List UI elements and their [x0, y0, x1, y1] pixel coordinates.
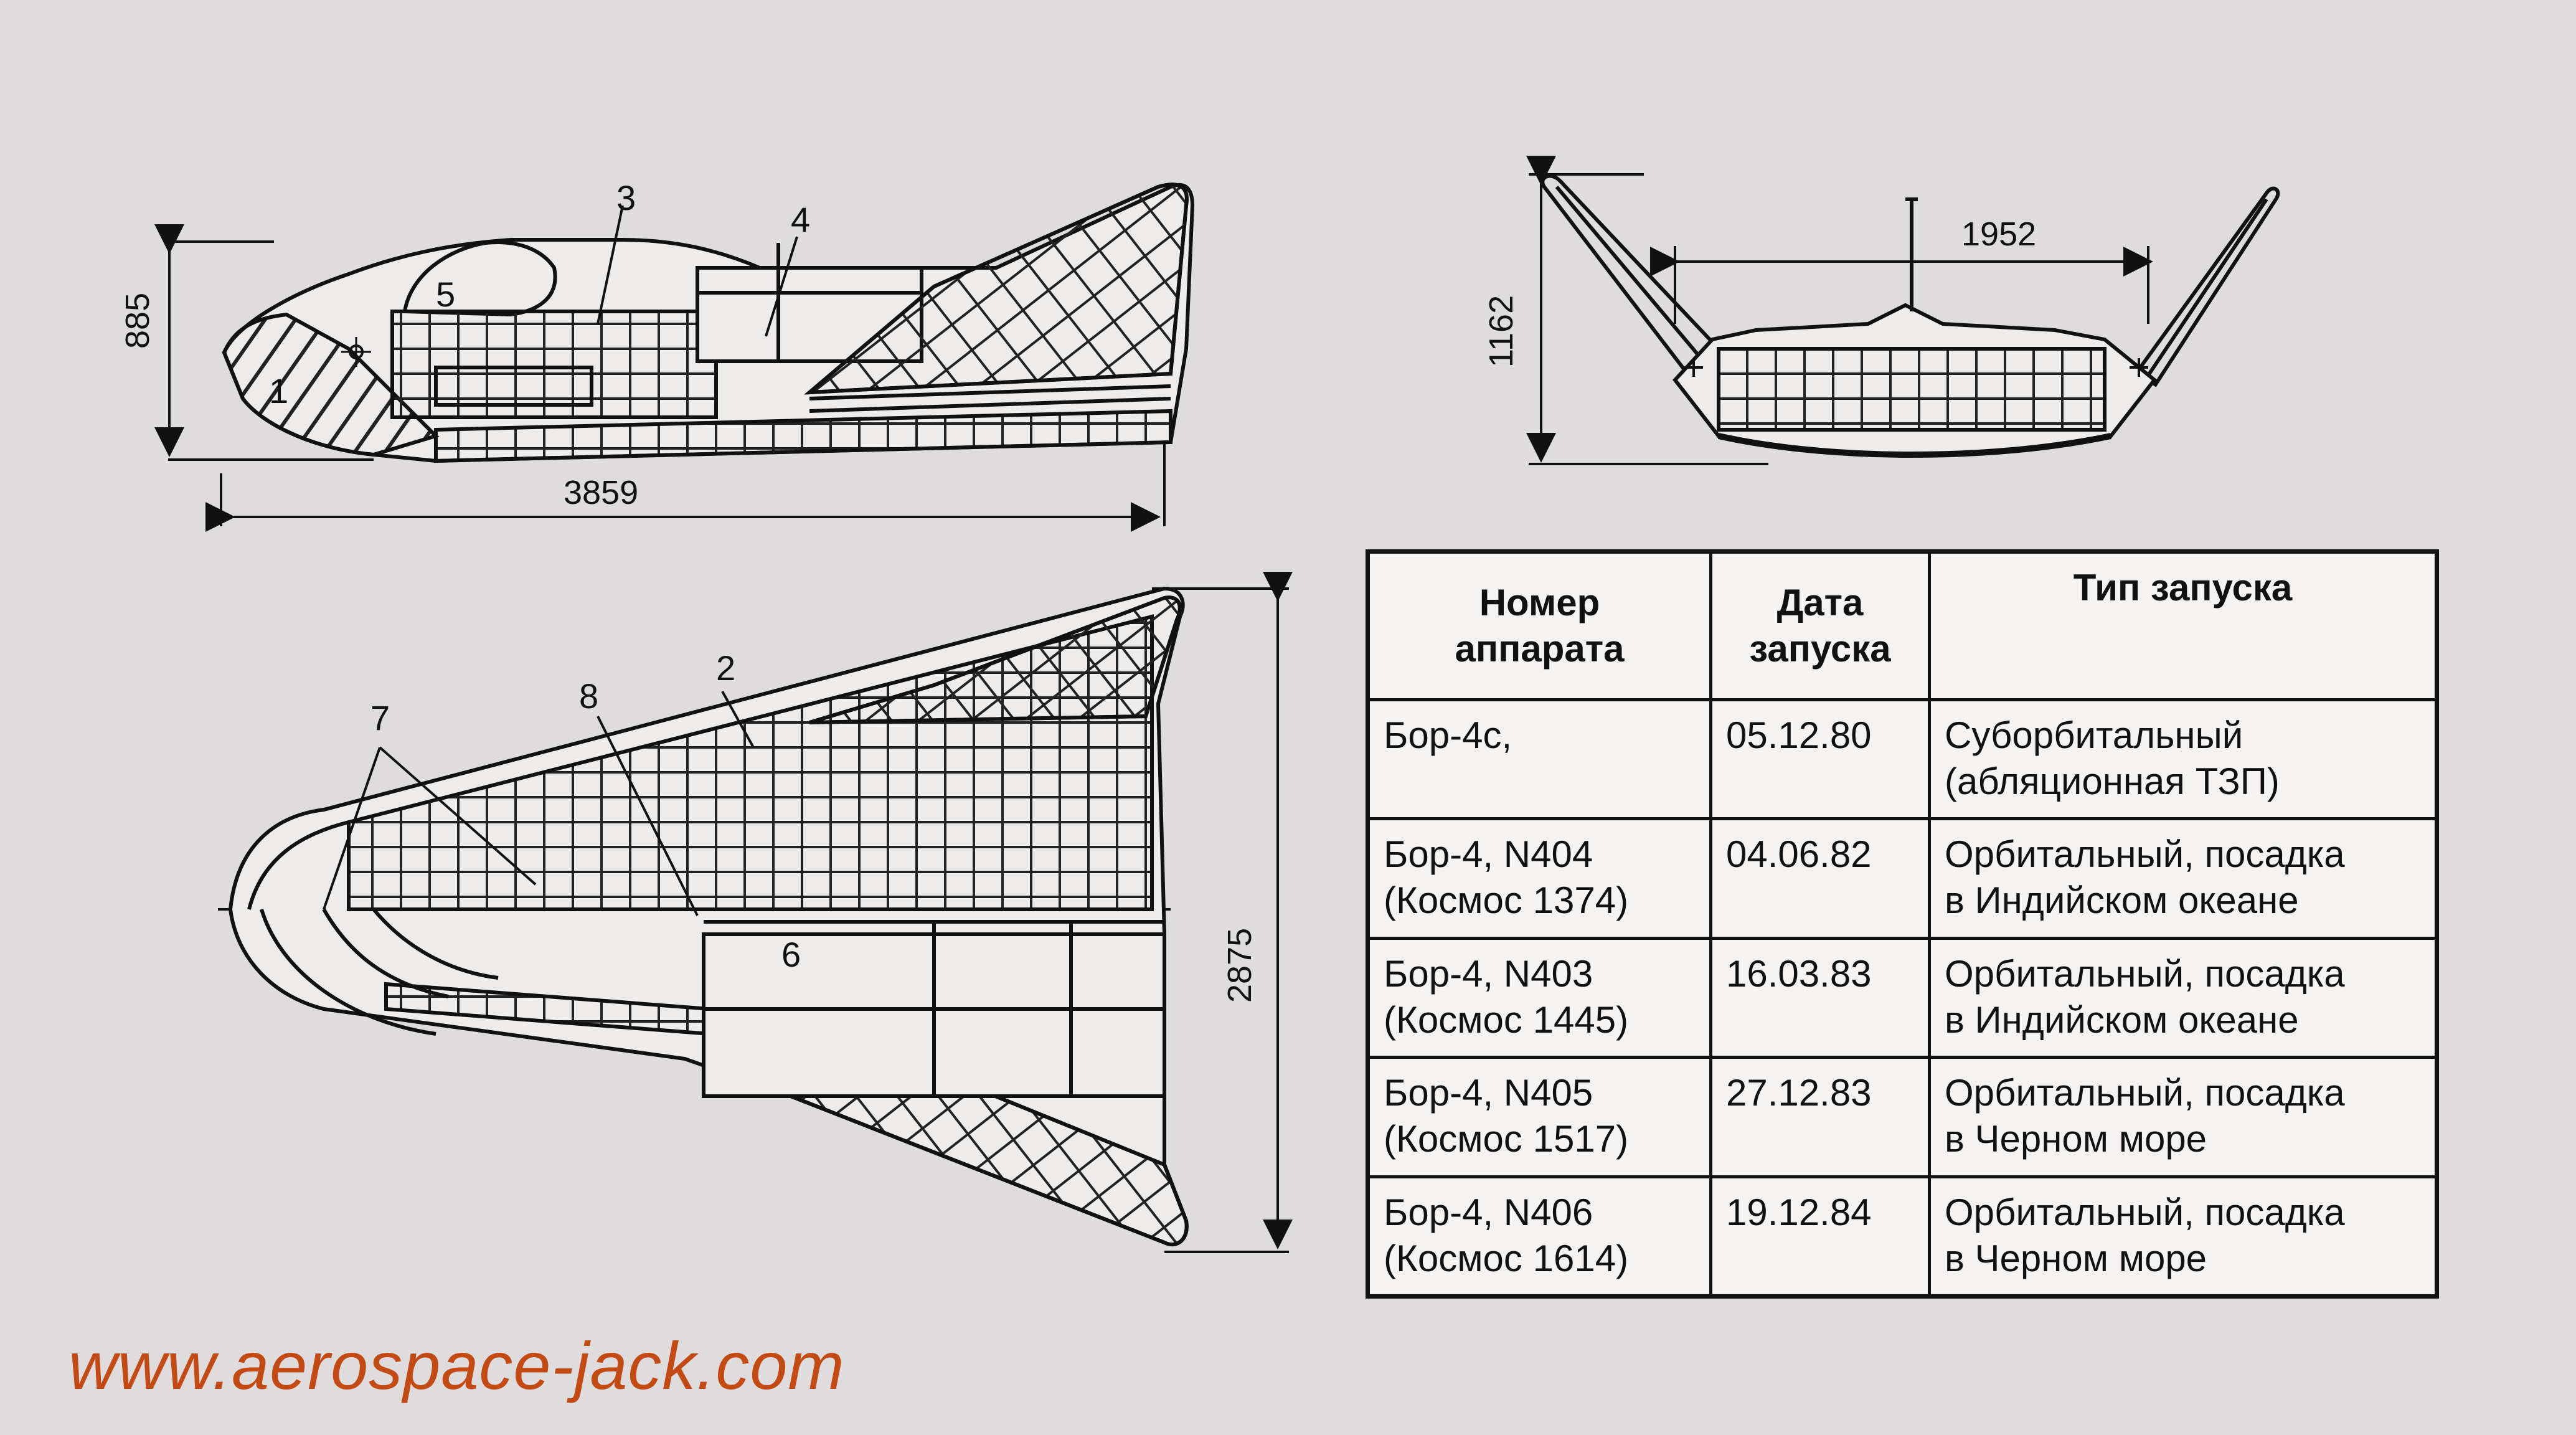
cell-date: 16.03.83 — [1709, 936, 1931, 1059]
launch-table: Номер аппарата Дата запуска Тип запуска … — [1366, 549, 2439, 1299]
callout-3: 3 — [616, 178, 636, 217]
front-view — [1526, 156, 2280, 465]
table-row: Бор-4, N406 (Космос 1614) 19.12.84 Орбит… — [1366, 1175, 2438, 1299]
callout-8: 8 — [579, 676, 599, 716]
cell-type: Орбитальный, посадка в Индийском океане — [1928, 817, 2438, 940]
cell-type: Орбитальный, посадка в Черном море — [1928, 1056, 2438, 1178]
cell-type: Орбитальный, посадка в Индийском океане — [1928, 936, 2438, 1059]
cell-date: 19.12.84 — [1709, 1175, 1931, 1299]
watermark-url[interactable]: www.aerospace-jack.com — [68, 1328, 845, 1403]
cell-apparatus: Бор-4, N406 (Космос 1614) — [1366, 1175, 1712, 1299]
side-view — [154, 182, 1195, 532]
callout-6: 6 — [781, 935, 801, 974]
callout-7: 7 — [370, 698, 390, 737]
table-header-row: Номер аппарата Дата запуска Тип запуска — [1366, 550, 2438, 701]
table-row: Бор-4, N403 (Космос 1445) 16.03.83 Орбит… — [1366, 936, 2438, 1059]
callout-4: 4 — [791, 200, 811, 239]
cell-date: 04.06.82 — [1709, 817, 1931, 940]
plan-view — [218, 572, 1293, 1253]
callout-2: 2 — [716, 648, 736, 688]
cell-apparatus: Бор-4с, — [1366, 698, 1712, 821]
side-height-dim: 885 — [119, 292, 156, 349]
header-date: Дата запуска — [1709, 550, 1931, 701]
cell-apparatus: Бор-4, N405 (Космос 1517) — [1366, 1056, 1712, 1178]
table-row: Бор-4, N404 (Космос 1374) 04.06.82 Орбит… — [1366, 817, 2438, 940]
cell-type: Орбитальный, посадка в Черном море — [1928, 1175, 2438, 1299]
table-row: Бор-4, N405 (Космос 1517) 27.12.83 Орбит… — [1366, 1056, 2438, 1178]
cell-date: 27.12.83 — [1709, 1056, 1931, 1178]
callout-1: 1 — [269, 371, 289, 410]
cell-apparatus: Бор-4, N403 (Космос 1445) — [1366, 936, 1712, 1059]
front-height-dim: 1162 — [1483, 295, 1520, 367]
callout-5: 5 — [436, 275, 456, 314]
front-span-dim: 1952 — [1961, 215, 2037, 253]
cell-type: Суборбитальный (абляционная ТЗП) — [1928, 698, 2438, 821]
table-row: Бор-4с, 05.12.80 Суборбитальный (абляцио… — [1366, 698, 2438, 821]
header-apparatus: Номер аппарата — [1366, 550, 1712, 701]
side-length-dim: 3859 — [564, 474, 639, 511]
cell-date: 05.12.80 — [1709, 698, 1931, 821]
cell-apparatus: Бор-4, N404 (Космос 1374) — [1366, 817, 1712, 940]
plan-length-dim: 2875 — [1221, 927, 1258, 1003]
header-type: Тип запуска — [1928, 550, 2438, 701]
